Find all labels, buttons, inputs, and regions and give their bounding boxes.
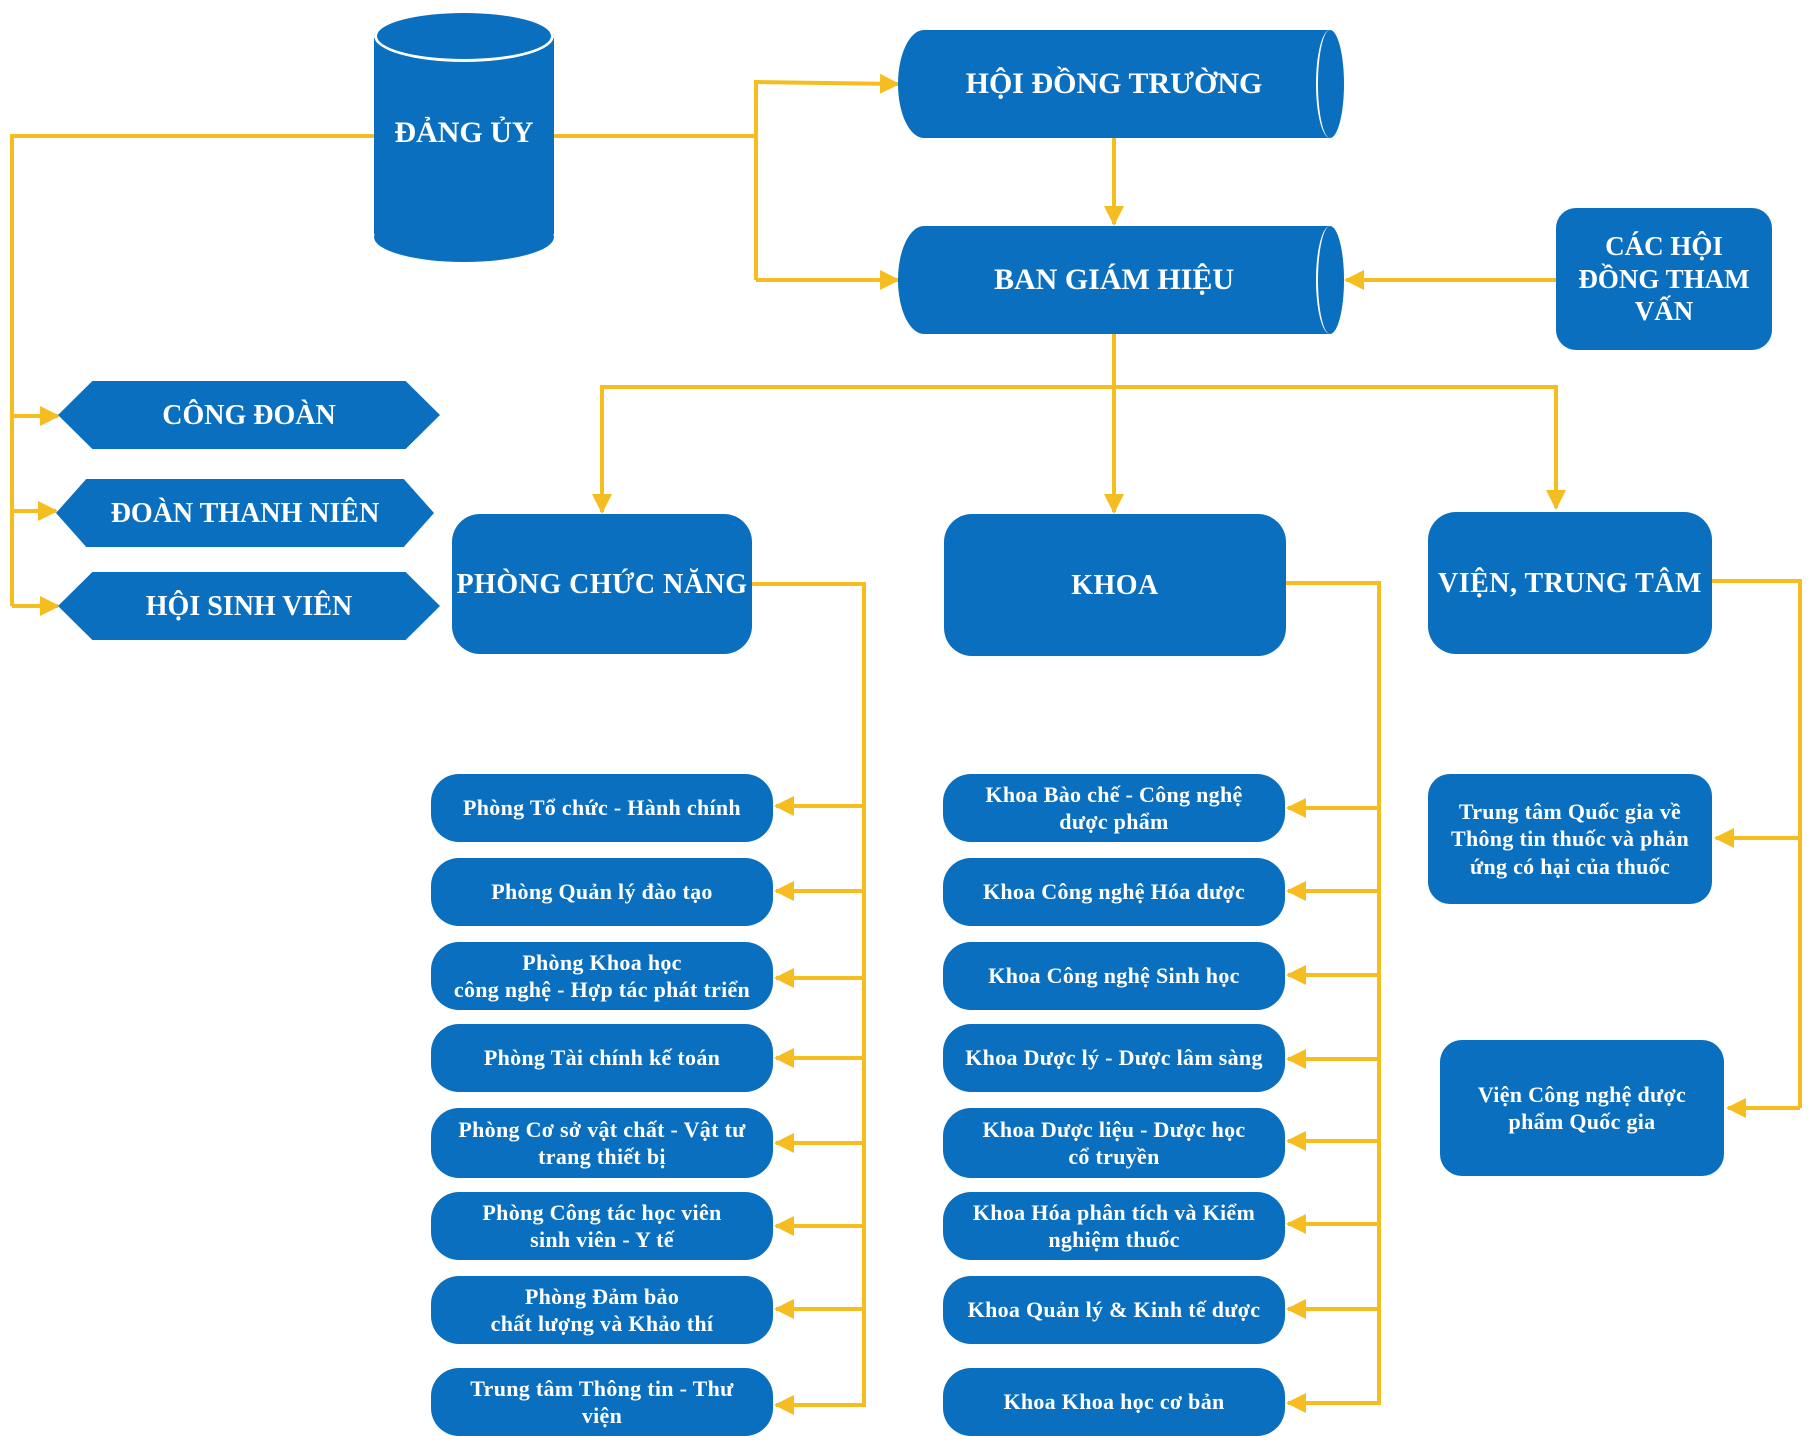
- khoa-item: Khoa Công nghệ Hóa dược: [943, 858, 1285, 926]
- khoa-item: Khoa Quản lý & Kinh tế dược: [943, 1276, 1285, 1344]
- ban-giam-hieu-node: BAN GIÁM HIỆU: [898, 226, 1344, 334]
- phong-item: Phòng Khoa học công nghệ - Hợp tác phát …: [431, 942, 773, 1010]
- vien-item: Trung tâm Quốc gia về Thông tin thuốc và…: [1428, 774, 1712, 904]
- dang-uy-label: ĐẢNG ỦY: [394, 116, 534, 149]
- doan-thanh-nien-node: ĐOÀN THANH NIÊN: [56, 479, 434, 547]
- cac-hoi-dong-tham-van-node: CÁC HỘI ĐỒNG THAM VẤN: [1556, 208, 1772, 350]
- phong-chuc-nang-node: PHÒNG CHỨC NĂNG: [452, 514, 752, 654]
- phong-item: Phòng Đảm bảo chất lượng và Khảo thí: [431, 1276, 773, 1344]
- phong-item: Phòng Cơ sở vật chất - Vật tư trang thiế…: [431, 1108, 773, 1178]
- phong-item: Phòng Tài chính kế toán: [431, 1024, 773, 1092]
- khoa-item: Khoa Công nghệ Sinh học: [943, 942, 1285, 1010]
- phong-item: Phòng Công tác học viên sinh viên - Y tế: [431, 1192, 773, 1260]
- vien-trung-tam-node: VIỆN, TRUNG TÂM: [1428, 512, 1712, 654]
- khoa-item: Khoa Khoa học cơ bản: [943, 1368, 1285, 1436]
- khoa-node: KHOA: [944, 514, 1286, 656]
- cong-doan-node: CÔNG ĐOÀN: [58, 381, 440, 449]
- phong-item: Phòng Quản lý đào tạo: [431, 858, 773, 926]
- hoi-dong-truong-node: HỘI ĐỒNG TRƯỜNG: [898, 30, 1344, 138]
- khoa-item: Khoa Bào chế - Công nghệ dược phẩm: [943, 774, 1285, 842]
- hoi-dong-truong-label: HỘI ĐỒNG TRƯỜNG: [965, 67, 1263, 101]
- khoa-item: Khoa Dược liệu - Dược học cổ truyền: [943, 1108, 1285, 1178]
- vien-item: Viện Công nghệ dược phẩm Quốc gia: [1440, 1040, 1724, 1176]
- hoi-sinh-vien-node: HỘI SINH VIÊN: [58, 572, 440, 640]
- phong-item: Phòng Tổ chức - Hành chính: [431, 774, 773, 842]
- phong-item: Trung tâm Thông tin - Thư viện: [431, 1368, 773, 1436]
- khoa-item: Khoa Hóa phân tích và Kiểm nghiệm thuốc: [943, 1192, 1285, 1260]
- ban-giam-hieu-label: BAN GIÁM HIỆU: [993, 263, 1234, 297]
- khoa-item: Khoa Dược lý - Dược lâm sàng: [943, 1024, 1285, 1092]
